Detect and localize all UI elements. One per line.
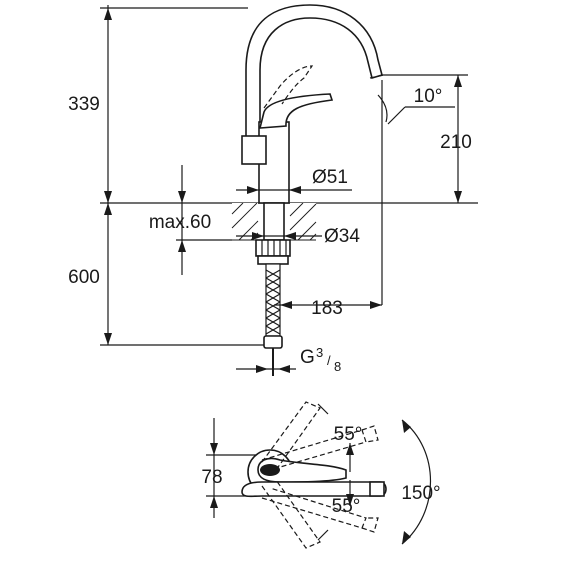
spout-tip xyxy=(369,74,385,79)
dim-78: 78 xyxy=(201,467,222,488)
swivel-arc xyxy=(401,419,431,545)
angle-tick-up xyxy=(317,403,329,415)
spout-rotated-down xyxy=(261,487,367,529)
angle-leader-diag xyxy=(387,106,406,125)
supply-hose xyxy=(265,263,281,337)
arrow-183-left xyxy=(280,301,292,309)
arrow-max60-top xyxy=(178,191,186,203)
angle-arc xyxy=(377,94,388,123)
angle-tick-down xyxy=(317,529,329,541)
dim-angle-55-up: 55° xyxy=(334,424,363,445)
plan-view: 78 55° 55° 150° xyxy=(201,401,441,549)
spout-rotated-up xyxy=(261,429,367,471)
arrow-55-down xyxy=(346,494,354,506)
dim-diameter-34: Ø34 xyxy=(324,226,360,247)
hose-fitting xyxy=(263,335,283,349)
lever-handle xyxy=(258,93,334,129)
arrow-210-bottom xyxy=(454,191,462,203)
washer xyxy=(257,255,289,265)
dim-angle-10: 10° xyxy=(414,86,443,107)
lever-raised xyxy=(263,65,314,109)
side-elevation: 339 600 210 10° Ø51 xyxy=(68,4,478,376)
dim-339: 339 xyxy=(68,94,100,115)
spout-tip-plan xyxy=(369,481,385,497)
arrow-top xyxy=(104,8,112,20)
arrow-150-top xyxy=(402,420,411,433)
arrow-78-top xyxy=(210,443,218,455)
dim-max-60: max.60 xyxy=(149,212,211,233)
arrow-34-left xyxy=(252,232,264,240)
arrow-150-bottom xyxy=(402,531,411,544)
arrow-51-right xyxy=(289,186,301,194)
arrow-counter-down xyxy=(104,203,112,215)
dim-angle-55-down: 55° xyxy=(332,496,361,517)
arrow-thread-right xyxy=(278,365,290,373)
arrow-counter-up xyxy=(104,191,112,203)
arrow-210-top xyxy=(454,75,462,87)
arrow-78-bottom xyxy=(210,496,218,508)
nut xyxy=(255,239,291,257)
arrow-max60-bottom xyxy=(178,240,186,252)
spout-tip-rotated-up xyxy=(361,425,379,443)
arrow-51-left xyxy=(247,186,259,194)
lever-rotated-down xyxy=(261,479,321,549)
dim-600: 600 xyxy=(68,267,100,288)
dim-183: 183 xyxy=(311,298,343,319)
dim-210: 210 xyxy=(440,132,472,153)
dim-thread-sub: 8 xyxy=(334,359,341,374)
arrow-34-right xyxy=(284,232,296,240)
arrow-thread-left xyxy=(256,365,268,373)
dim-diameter-51: Ø51 xyxy=(312,167,348,188)
dim-angle-150: 150° xyxy=(401,483,440,504)
side-block xyxy=(241,135,267,165)
dim-thread-super: 3 xyxy=(316,345,323,360)
arrow-bottom xyxy=(104,333,112,345)
arrow-55-up xyxy=(346,443,354,455)
lever-rotated-up xyxy=(261,401,321,471)
spout-tip-rotated-down xyxy=(361,517,379,533)
dim-thread-slash: / xyxy=(327,353,331,368)
arrow-183-right xyxy=(370,301,382,309)
dim-thread-g: G xyxy=(300,347,315,368)
shank xyxy=(263,202,285,241)
